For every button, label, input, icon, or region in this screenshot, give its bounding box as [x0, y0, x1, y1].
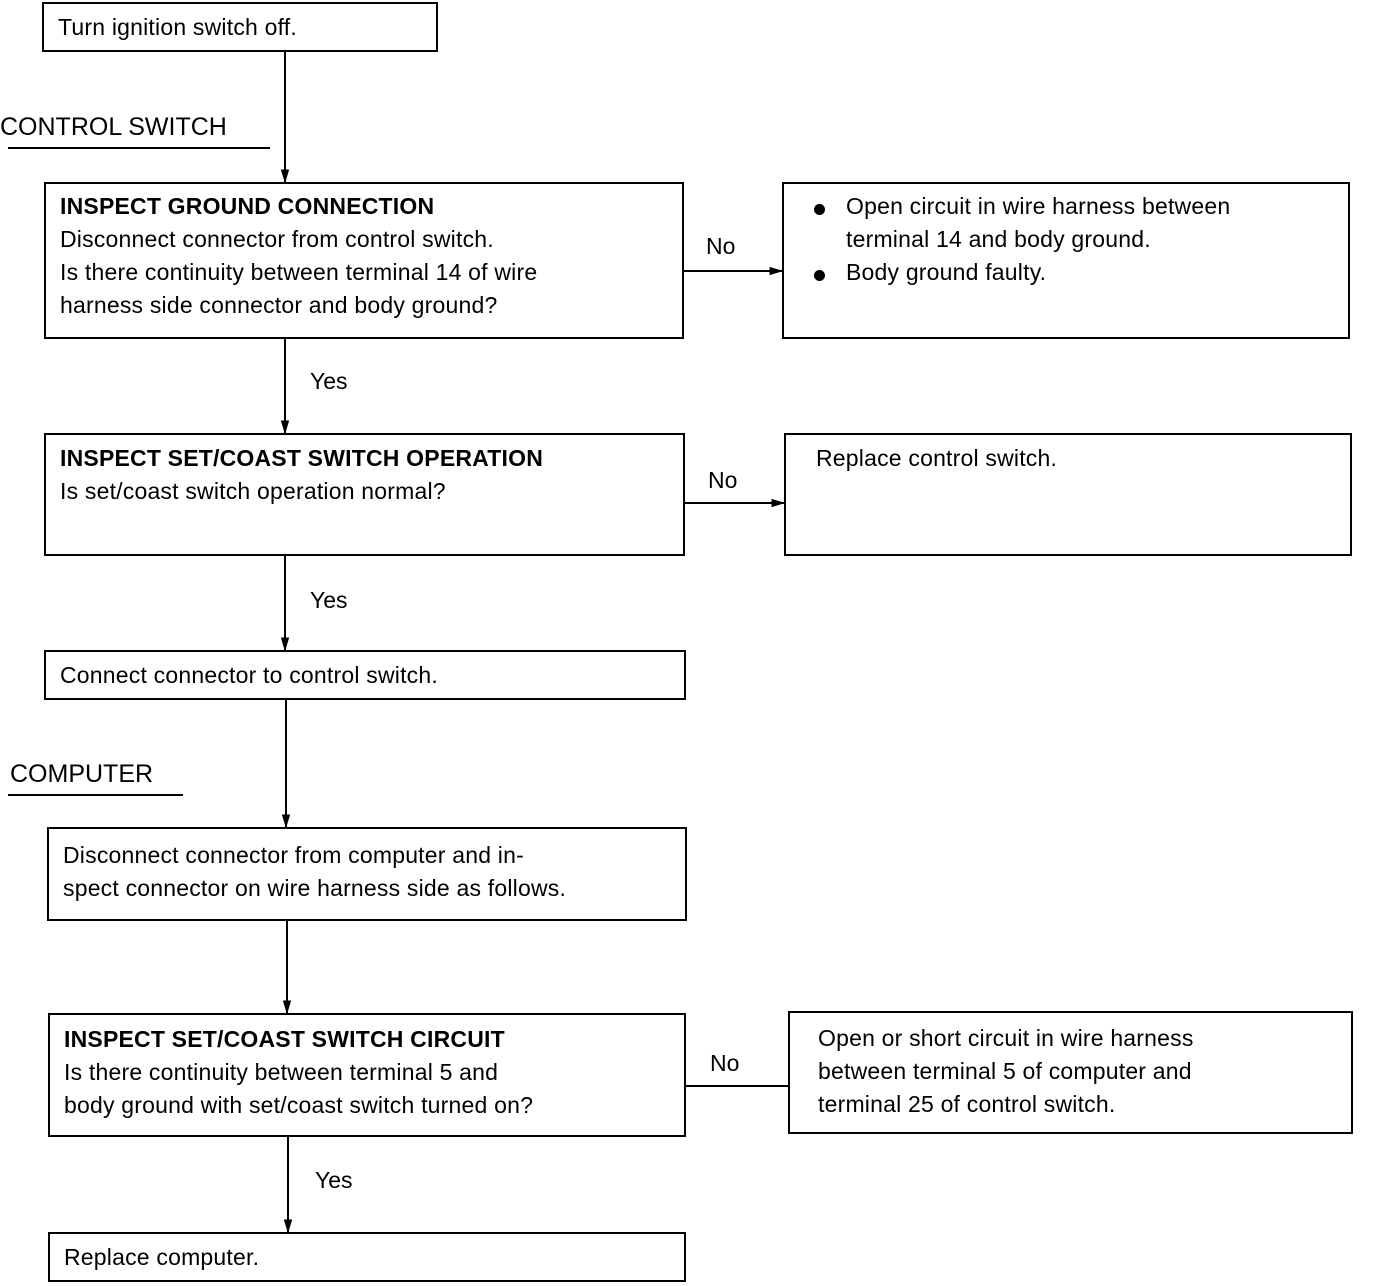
step-text: Connect connector to control switch. [60, 662, 438, 688]
bullet-icon [814, 204, 825, 215]
step-connect-connector: Connect connector to control switch. [44, 650, 686, 700]
step-turn-ignition-off: Turn ignition switch off. [42, 2, 438, 52]
result-line: Body ground faulty. [846, 259, 1047, 285]
step-replace-computer: Replace computer. [48, 1232, 686, 1282]
label-no: No [708, 467, 738, 493]
step-text: Turn ignition switch off. [58, 14, 297, 40]
step-line: Disconnect connector from control switch… [60, 226, 494, 252]
step-inspect-setcoast-circuit: INSPECT SET/COAST SWITCH CIRCUIT Is ther… [48, 1013, 686, 1137]
section-underline [8, 147, 270, 149]
step-line: body ground with set/coast switch turned… [64, 1092, 534, 1118]
section-heading-control-switch: CONTROL SWITCH [0, 113, 227, 141]
step-line: Is there continuity between terminal 14 … [60, 259, 538, 285]
step-line: Disconnect connector from computer and i… [63, 842, 524, 868]
result-open-or-short-circuit: Open or short circuit in wire harness be… [788, 1011, 1353, 1134]
label-yes: Yes [310, 368, 348, 394]
step-inspect-setcoast-operation: INSPECT SET/COAST SWITCH OPERATION Is se… [44, 433, 685, 556]
label-no: No [706, 233, 736, 259]
result-line: Open or short circuit in wire harness [818, 1025, 1194, 1051]
step-inspect-ground-connection: INSPECT GROUND CONNECTION Disconnect con… [44, 182, 684, 339]
step-line: spect connector on wire harness side as … [63, 875, 567, 901]
result-line: Replace control switch. [816, 445, 1058, 471]
label-yes: Yes [315, 1167, 353, 1193]
step-text: Replace computer. [64, 1244, 260, 1270]
step-title: INSPECT SET/COAST SWITCH OPERATION [60, 445, 544, 471]
step-title: INSPECT SET/COAST SWITCH CIRCUIT [64, 1026, 505, 1052]
label-yes: Yes [310, 587, 348, 613]
label-no: No [710, 1050, 740, 1076]
step-disconnect-computer-connector: Disconnect connector from computer and i… [47, 827, 687, 921]
step-line: harness side connector and body ground? [60, 292, 498, 318]
step-line: Is there continuity between terminal 5 a… [64, 1059, 499, 1085]
section-underline [8, 794, 183, 796]
bullet-icon [814, 270, 825, 281]
result-line: Open circuit in wire harness between [846, 193, 1231, 219]
result-line: terminal 25 of control switch. [818, 1091, 1116, 1117]
step-line: Is set/coast switch operation normal? [60, 478, 446, 504]
result-line: terminal 14 and body ground. [846, 226, 1151, 252]
section-heading-computer: COMPUTER [10, 760, 154, 788]
result-line: between terminal 5 of computer and [818, 1058, 1192, 1084]
result-replace-control-switch: Replace control switch. [784, 433, 1352, 556]
result-ground-fault: Open circuit in wire harness between ter… [782, 182, 1350, 339]
step-title: INSPECT GROUND CONNECTION [60, 193, 435, 219]
